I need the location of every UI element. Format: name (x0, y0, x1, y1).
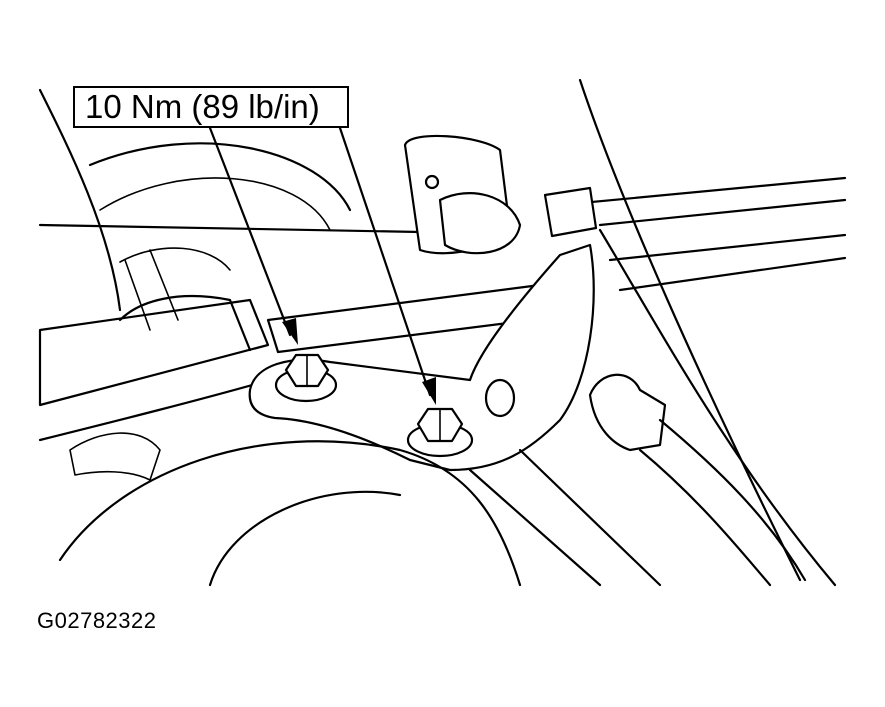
hose-clamp (119, 247, 231, 331)
hose-left (38, 298, 270, 407)
lower-housing-arc (58, 440, 522, 587)
sensor-hole (424, 174, 440, 190)
callout-arrow-right-line (338, 126, 432, 397)
housing-inner-arc (99, 177, 331, 231)
hose-left-lower (38, 378, 272, 442)
cable-lower-right-2 (618, 256, 847, 292)
pipe-fitting (588, 373, 667, 452)
pipe-lower-right-2 (638, 448, 772, 587)
cable-lower-right (608, 233, 847, 262)
cable-ferrule (543, 186, 598, 238)
torque-callout-box: 10 Nm (89 lb/in) (73, 86, 349, 128)
callout-arrowhead-right (422, 377, 436, 405)
bolt-right (406, 407, 474, 458)
pipe-lower-right (658, 418, 807, 582)
lower-right-strut-2 (518, 448, 662, 587)
cable-upper (38, 223, 422, 234)
callout-arrow-left-line (208, 126, 292, 337)
lower-housing-inner (208, 490, 402, 587)
cable-upper-right (558, 176, 847, 207)
bracket-slot (484, 378, 516, 418)
bolt-left (274, 353, 338, 403)
clamp-body (118, 294, 252, 352)
left-bracket (69, 432, 161, 481)
cable-upper-right-2 (598, 198, 847, 227)
housing-left-curve (38, 88, 122, 312)
housing-arc (88, 142, 352, 212)
callout-arrowhead-left (282, 318, 298, 345)
torque-label: 10 Nm (89 lb/in) (85, 88, 320, 125)
right-frame-line-2 (598, 228, 837, 587)
lower-right-strut (468, 468, 602, 587)
figure-id: G02782322 (37, 608, 157, 633)
sensor-boot (438, 192, 522, 255)
right-frame-line (578, 78, 802, 582)
